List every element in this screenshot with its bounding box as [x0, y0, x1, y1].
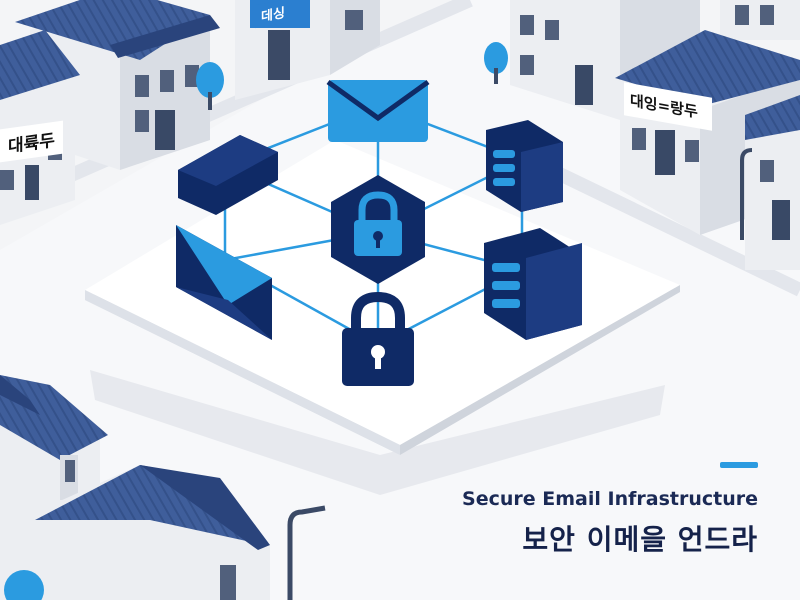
tree-icon [196, 42, 508, 110]
street-lamp-icon [287, 148, 753, 600]
server-icon-top-right [486, 120, 563, 212]
caption-block: Secure Email Infrastructure 보안 이메을 언드라 [458, 462, 758, 558]
building-bottom-left [0, 375, 270, 600]
lock-icon-bottom [342, 291, 414, 386]
envelope-icon-left [176, 225, 272, 340]
server-icon-right [484, 228, 582, 340]
title-korean: 보안 이메을 언드라 [522, 523, 758, 556]
lock-hexagon-icon [331, 175, 425, 284]
device-block-icon [178, 135, 278, 215]
accent-bar [720, 462, 758, 468]
envelope-icon-top [326, 79, 430, 142]
title-english: Secure Email Infrastructure [462, 488, 758, 510]
